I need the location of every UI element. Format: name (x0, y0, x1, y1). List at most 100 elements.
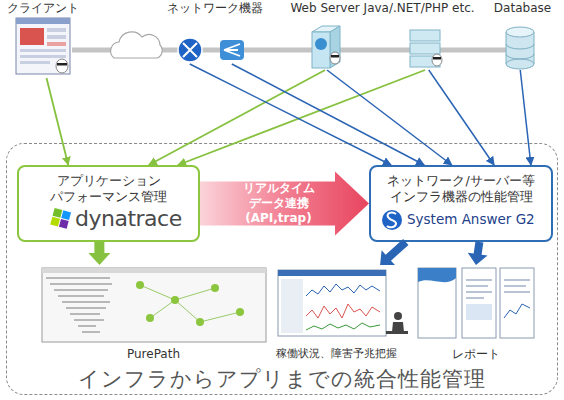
server-top (312, 26, 340, 32)
browser-titlebar (16, 18, 70, 24)
apm-flow-arrow (149, 70, 325, 165)
chart-line (306, 323, 380, 330)
router-arrows (183, 43, 197, 57)
flow-dot (236, 308, 244, 316)
monitoring-flow-arrow (429, 70, 494, 165)
server-side (330, 26, 340, 68)
report-chart (504, 304, 530, 318)
switch-body (220, 40, 244, 60)
db-top (506, 27, 534, 37)
node-label: クライアント (0, 1, 90, 16)
db-bottom (506, 59, 534, 69)
server-slab (410, 30, 440, 41)
node-label: Web Server Java/.NET/PHP etc. (285, 1, 480, 16)
logo-piece (61, 210, 71, 220)
area-caption: インフラからアプリまでの統合性能管理 (7, 366, 556, 392)
operator-desk (386, 331, 408, 334)
connector-group (47, 64, 531, 265)
flow-dot (211, 284, 219, 292)
browser-banner (20, 28, 44, 45)
server-slab (410, 43, 440, 54)
web-server-node: Web Server Java/.NET/PHP etc. (290, 0, 475, 70)
screenshot-sidebar (281, 279, 303, 333)
flow-dot (196, 318, 204, 326)
apm-flow-arrow (178, 70, 425, 165)
node-label: PurePath (41, 347, 266, 362)
logo-piece (53, 208, 63, 218)
operator-body (392, 322, 404, 332)
network-backbone (72, 48, 518, 53)
database-node: Database (485, 0, 560, 70)
monitoring-flow-arrow (520, 70, 531, 165)
status-dashboard-view: 稼働状況、障害予兆把握 (273, 265, 399, 365)
browser-window (16, 18, 70, 74)
flow-dot (136, 281, 144, 289)
monitoring-flow-arrow (468, 241, 488, 265)
monitoring-flow-arrow (380, 239, 408, 265)
report-view: レポート (410, 265, 542, 365)
db-body (506, 32, 534, 64)
agent-glasses (433, 57, 441, 60)
server-slab (410, 56, 440, 67)
network-device-node: ネットワーク機器 (155, 0, 275, 64)
flow-dot (146, 314, 154, 322)
screenshot-header (278, 270, 386, 276)
web-server-icon (312, 26, 340, 68)
infra-monitoring-box: ネットワーク/サーバー等 インフラ機器の性能管理 System Answer G2 (369, 165, 553, 242)
screenshot-frame (278, 270, 386, 336)
db-sides (506, 32, 534, 64)
browser-block (20, 49, 66, 52)
client-node: クライアント (8, 0, 78, 78)
browser-screenshot (16, 18, 70, 74)
browser-block (20, 61, 50, 64)
chart-line (306, 304, 380, 318)
data-link-arrow (200, 172, 369, 236)
report-chart (466, 304, 492, 320)
logo-piece (59, 219, 69, 229)
product-logo-text: dynatrace (75, 205, 182, 233)
monitoring-flow-arrow (232, 64, 424, 165)
node-label: レポート (410, 347, 542, 362)
agent-figure (432, 54, 442, 66)
flow-links (140, 285, 240, 322)
monitoring-flow-arrow (327, 70, 452, 165)
apm-box: アプリケーション パフォーマンス管理dynatrace (17, 165, 200, 242)
logo-curve (387, 213, 396, 228)
node-label: Database (485, 1, 560, 16)
report-lines (466, 280, 492, 298)
apm-flow-arrow (47, 78, 69, 165)
screenshot-frame (42, 268, 266, 342)
agent-glasses (331, 55, 339, 58)
report-lines (504, 280, 530, 292)
report-page (462, 268, 496, 338)
monitoring-flow-arrow (190, 64, 391, 165)
system-answer-logo (382, 210, 402, 230)
node-label: アプリケーション パフォーマンス管理 (19, 173, 198, 206)
agent-figure (56, 59, 68, 73)
report-page (500, 268, 534, 338)
server-front (312, 32, 330, 68)
agent-figure (330, 52, 340, 64)
app-server-icon (410, 30, 442, 67)
logo-piece (50, 217, 60, 227)
browser-block (20, 55, 66, 58)
report-page (418, 268, 456, 338)
logo-disc (382, 210, 402, 230)
purepath-view: PurePath (41, 265, 266, 365)
db-bands (506, 44, 534, 59)
node-label: ネットワーク/サーバー等 インフラ機器の性能管理 (371, 173, 551, 204)
flow-dot (171, 296, 179, 304)
edge-label: リアルタイム データ連携 (API,trap) (237, 181, 321, 226)
apm-flow-arrow (88, 242, 110, 265)
node-label: ネットワーク機器 (155, 1, 275, 16)
integrated-management-area: アプリケーション パフォーマンス管理dynatrace ネットワーク/サーバー等 … (6, 143, 558, 395)
trace-rows (46, 278, 112, 332)
server-globe (315, 38, 327, 50)
browser-block (47, 28, 66, 32)
product-logo-text: System Answer G2 (407, 211, 535, 228)
dashboard-screenshot (278, 270, 408, 336)
switch-arrows (224, 44, 240, 56)
database-icon (506, 27, 534, 69)
agent-glasses (57, 63, 67, 66)
